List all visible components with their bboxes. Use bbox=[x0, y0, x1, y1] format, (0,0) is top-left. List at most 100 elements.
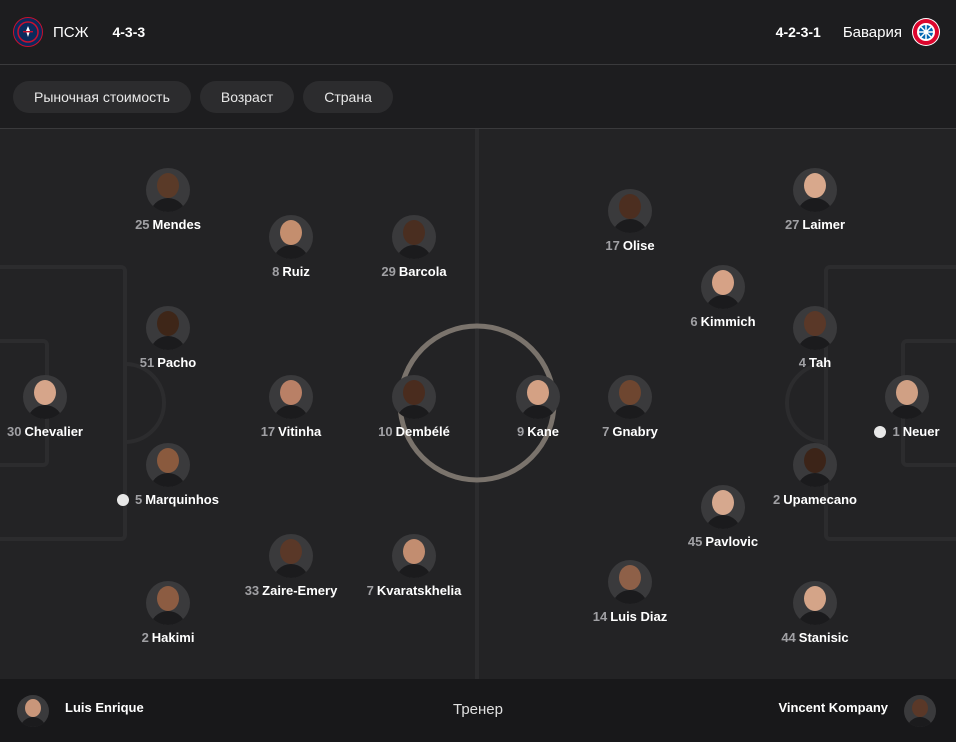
captain-icon bbox=[117, 494, 130, 506]
player-avatar bbox=[608, 375, 652, 419]
player-avatar bbox=[392, 375, 436, 419]
player-avatar bbox=[793, 581, 837, 625]
player-number: 4 bbox=[798, 355, 807, 370]
filter-age-button[interactable]: Возраст bbox=[199, 80, 295, 113]
away-formation: 4-2-3-1 bbox=[775, 24, 821, 40]
coaches-bar: Luis Enrique Тренер Vincent Kompany bbox=[0, 679, 956, 742]
player-head bbox=[403, 380, 425, 405]
player-number: 9 bbox=[516, 424, 525, 439]
player-head bbox=[619, 194, 641, 219]
home-formation: 4-3-3 bbox=[112, 24, 146, 40]
player-name: Upamecano bbox=[783, 492, 857, 507]
player-head bbox=[157, 448, 179, 473]
away-team[interactable]: 4-2-3-1 Бавария bbox=[776, 0, 940, 64]
away-coach-name: Vincent Kompany bbox=[778, 700, 888, 715]
player-avatar bbox=[392, 215, 436, 259]
player-number: 25 bbox=[135, 217, 150, 232]
player-name: Luis Diaz bbox=[610, 609, 668, 624]
player-number: 17 bbox=[260, 424, 276, 439]
player-avatar bbox=[392, 534, 436, 578]
player-avatar bbox=[701, 265, 745, 309]
home-coach[interactable]: Luis Enrique bbox=[17, 679, 144, 742]
player-number: 14 bbox=[592, 609, 608, 624]
player-avatar bbox=[146, 443, 190, 487]
player-number: 2 bbox=[141, 630, 149, 645]
player-head bbox=[403, 220, 425, 245]
player-head bbox=[804, 448, 826, 473]
player-number: 33 bbox=[244, 583, 260, 598]
player-number: 17 bbox=[605, 238, 620, 253]
player-head bbox=[712, 270, 734, 295]
psg-crest-icon bbox=[13, 17, 43, 47]
away-coach[interactable]: Vincent Kompany bbox=[778, 679, 936, 742]
player-head bbox=[157, 173, 179, 198]
player-head bbox=[280, 380, 302, 405]
player-name: Marquinhos bbox=[145, 492, 219, 507]
player-name: Hakimi bbox=[151, 630, 195, 645]
coach-label: Тренер bbox=[453, 701, 503, 718]
captain-icon bbox=[874, 426, 887, 438]
player-head bbox=[527, 380, 549, 405]
player-avatar bbox=[269, 534, 313, 578]
player-name: Vitinha bbox=[278, 424, 322, 439]
player-head bbox=[804, 311, 826, 336]
player-number: 30 bbox=[6, 424, 22, 439]
player-head bbox=[804, 586, 826, 611]
player-name: Kimmich bbox=[700, 314, 756, 329]
coach-avatar bbox=[17, 694, 49, 727]
player-name: Laimer bbox=[802, 217, 846, 232]
player-number: 51 bbox=[139, 355, 155, 370]
player-head bbox=[157, 311, 179, 336]
player-name: Chevalier bbox=[24, 424, 83, 439]
player-number: 2 bbox=[773, 492, 781, 507]
player-avatar bbox=[23, 375, 67, 419]
player-avatar bbox=[269, 375, 313, 419]
player-head bbox=[619, 380, 641, 405]
player-avatar bbox=[793, 306, 837, 350]
player-avatar bbox=[516, 375, 560, 419]
player-name: Ruiz bbox=[282, 264, 310, 279]
player-name: Stanisic bbox=[798, 630, 849, 645]
player-number: 6 bbox=[690, 314, 698, 329]
player-name: Kane bbox=[527, 424, 560, 439]
player-avatar bbox=[701, 485, 745, 529]
home-team[interactable]: ПСЖ 4-3-3 bbox=[13, 0, 145, 64]
filter-country-button[interactable]: Страна bbox=[303, 80, 393, 113]
player-avatar bbox=[793, 443, 837, 487]
player-head bbox=[619, 565, 641, 590]
player-head bbox=[804, 173, 826, 198]
player-avatar bbox=[146, 306, 190, 350]
coach-avatar bbox=[904, 694, 936, 727]
player-avatar bbox=[146, 168, 190, 212]
player-avatar bbox=[269, 215, 313, 259]
player-name: Barcola bbox=[398, 264, 447, 279]
player-avatar bbox=[885, 375, 929, 419]
filter-market-value-button[interactable]: Рыночная стоимость bbox=[13, 80, 191, 113]
player-number: 29 bbox=[381, 264, 396, 279]
player-number: 7 bbox=[366, 583, 374, 598]
player-name: Zaire-Emery bbox=[262, 583, 338, 598]
